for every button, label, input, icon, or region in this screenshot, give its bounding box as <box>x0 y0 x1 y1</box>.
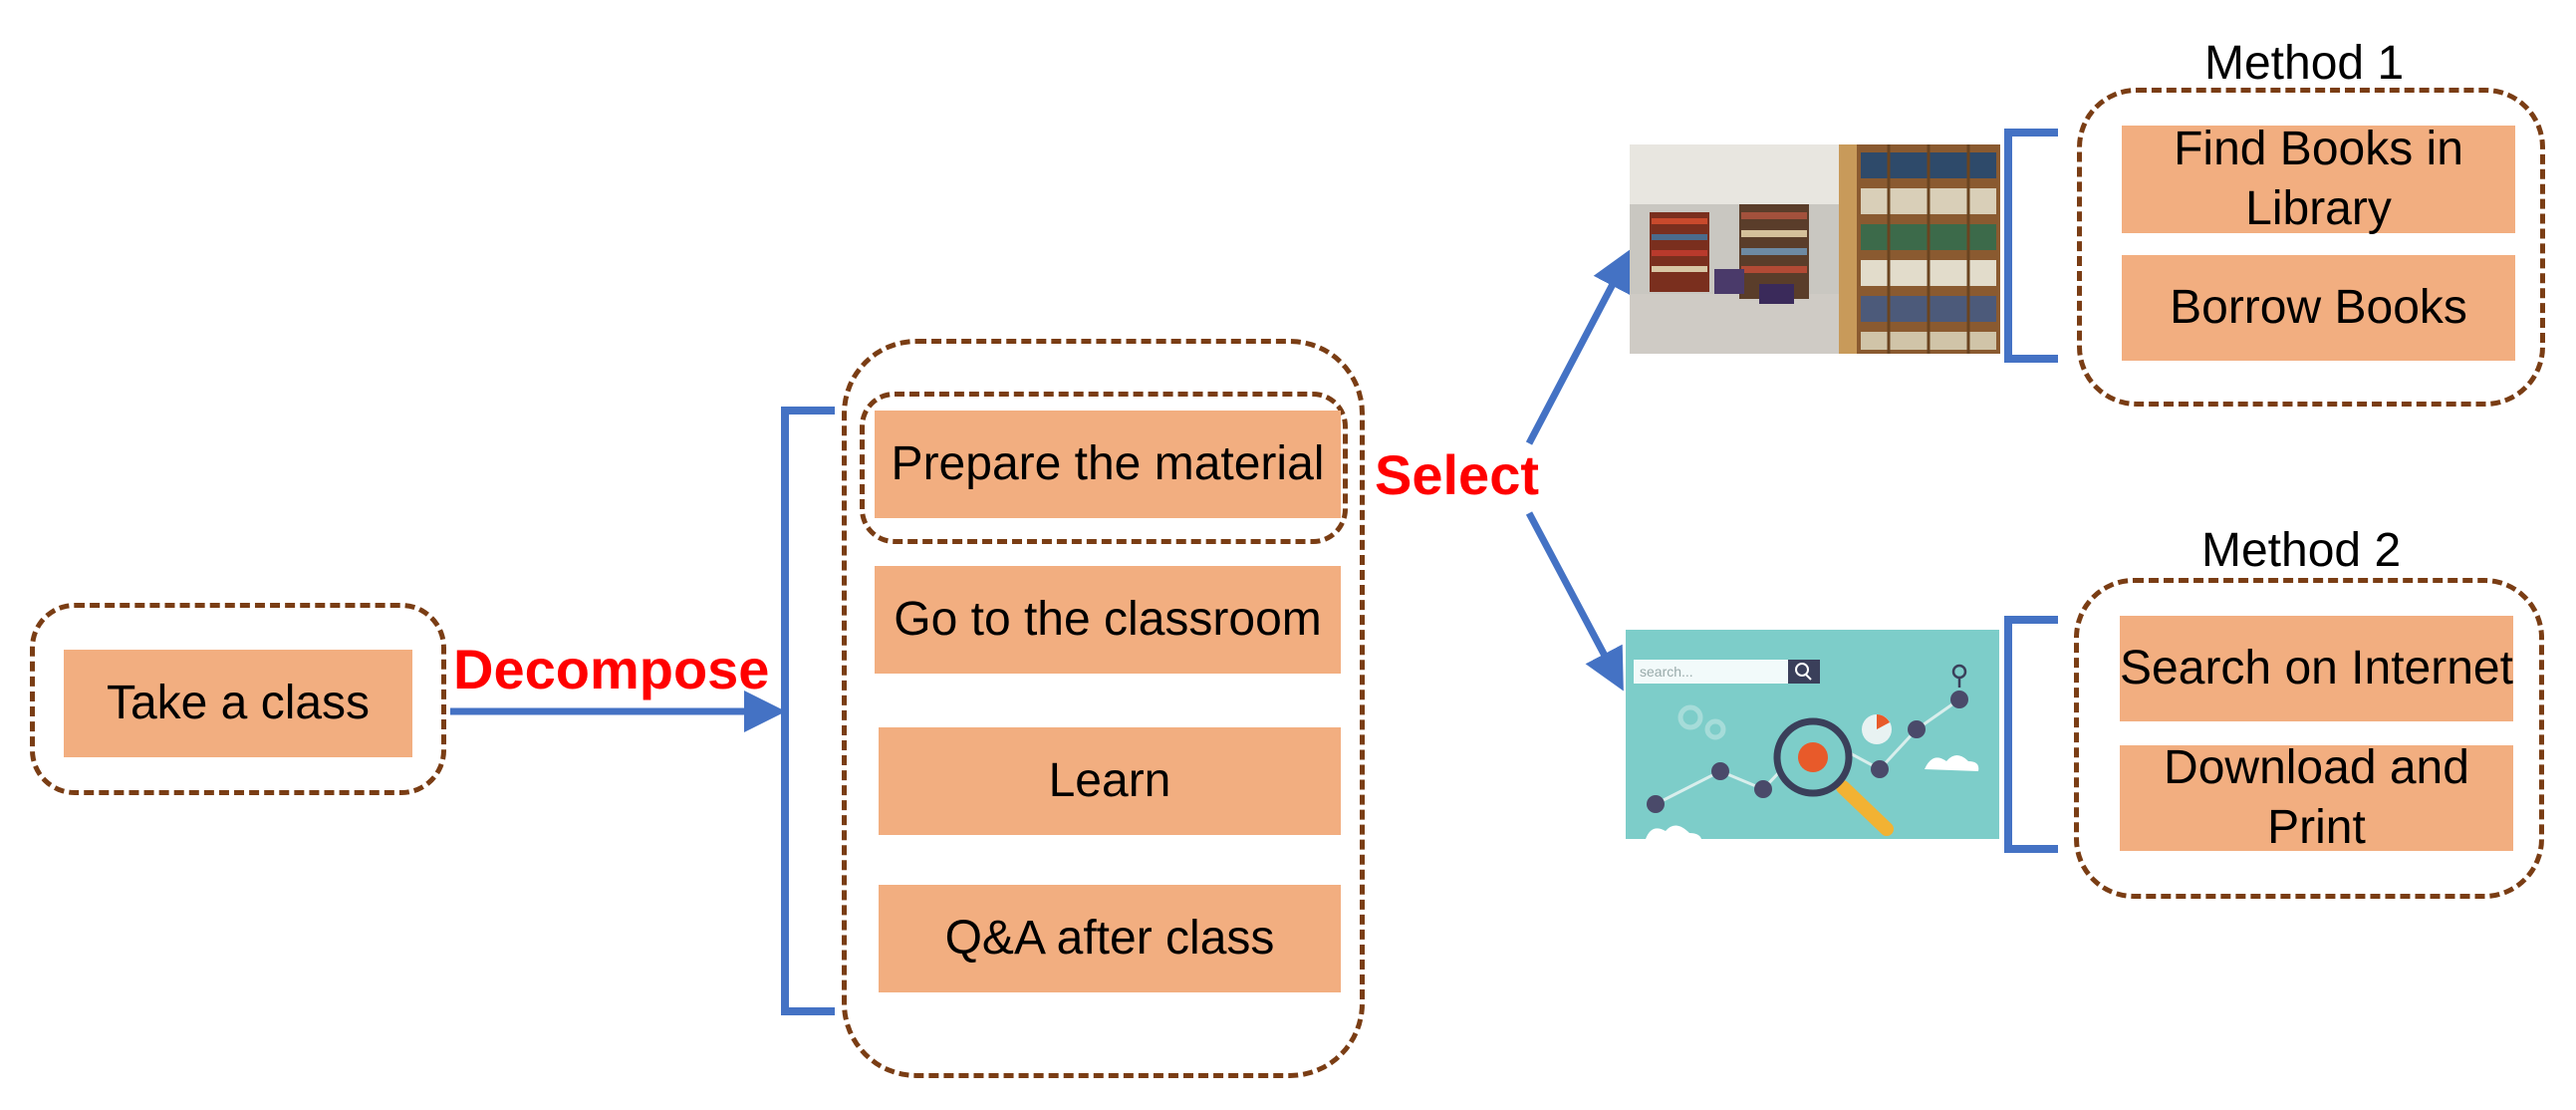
location-pin-icon <box>1951 664 1967 688</box>
method2-group <box>2074 578 2544 899</box>
root-group <box>30 603 446 795</box>
select-label: Select <box>1375 443 1539 506</box>
subtask-box-4: Q&A after class <box>879 885 1341 992</box>
method2-step-label-2: Download and Print <box>2164 741 2469 854</box>
subtask-label-4: Q&A after class <box>944 912 1275 965</box>
subtasks-group <box>842 339 1365 1078</box>
method2-bracket <box>2004 616 2058 853</box>
method2-title: Method 2 <box>2201 524 2402 577</box>
search-placeholder: search... <box>1640 664 1693 680</box>
method1-step-box-1: Find Books in Library <box>2122 123 2515 235</box>
selected-subtask-outline <box>860 392 1348 544</box>
internet-search-image: search... <box>1626 630 1999 839</box>
subtask-label-3: Learn <box>1048 754 1171 807</box>
root-task-box: Take a class <box>64 650 412 757</box>
subtask-box-2: Go to the classroom <box>875 566 1341 674</box>
method1-title: Method 1 <box>2204 37 2405 90</box>
subtask-label-2: Go to the classroom <box>894 593 1322 646</box>
select-arrow-up <box>1525 248 1632 445</box>
method1-step-label-1: Find Books in Library <box>2174 123 2463 235</box>
subtask-label-1: Prepare the material <box>891 437 1325 490</box>
subtask-box-3: Learn <box>879 727 1341 835</box>
select-arrow-down <box>1525 511 1624 692</box>
gear-icon <box>1677 704 1726 740</box>
subtasks-bracket <box>781 407 835 1015</box>
method2-step-label-1: Search on Internet <box>2120 642 2513 694</box>
method2-step-box-1: Search on Internet <box>2120 616 2513 721</box>
root-task-label: Take a class <box>106 677 371 729</box>
subtask-box-1: Prepare the material <box>875 411 1341 518</box>
method1-step-box-2: Borrow Books <box>2122 255 2515 361</box>
method1-group <box>2077 88 2545 407</box>
method1-step-label-2: Borrow Books <box>2170 281 2467 334</box>
library-image <box>1630 144 2000 354</box>
decompose-label: Decompose <box>453 638 770 700</box>
method1-bracket <box>2004 129 2058 363</box>
method2-step-box-2: Download and Print <box>2120 741 2513 854</box>
